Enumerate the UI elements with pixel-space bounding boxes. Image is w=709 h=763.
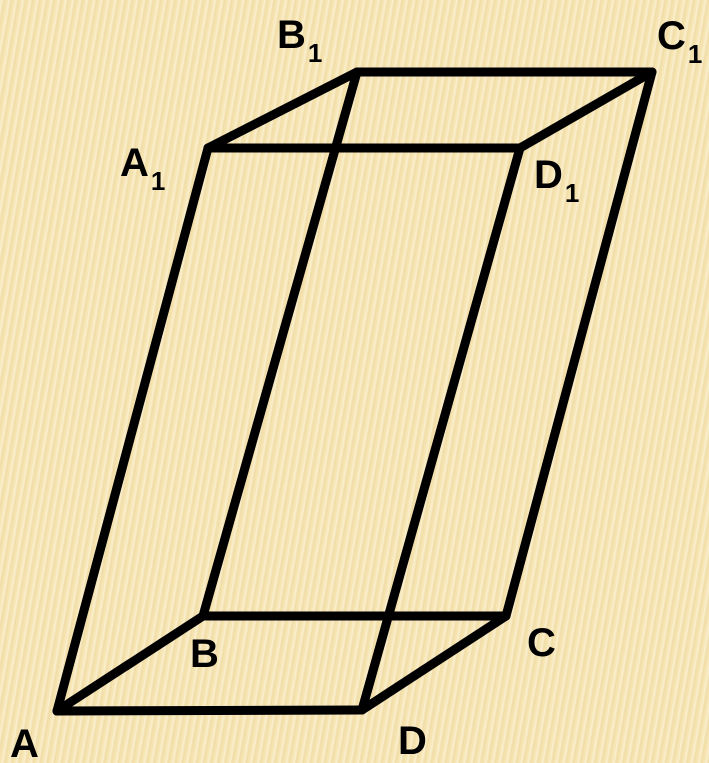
- vertex-label-B1: B1: [277, 13, 322, 68]
- vertex-label-B1-letter: B: [277, 13, 306, 57]
- vertex-label-C1: C1: [657, 14, 702, 69]
- vertex-label-D1: D1: [534, 153, 579, 208]
- vertex-label-B1-sub: 1: [308, 38, 322, 68]
- edge-D-D1: [357, 143, 525, 715]
- vertex-label-D1-letter: D: [534, 153, 563, 197]
- vertex-label-B: B: [190, 632, 219, 676]
- vertex-label-A1-letter: A: [120, 141, 149, 185]
- labels-group: A B C D A1 B1 C1 D1: [10, 13, 702, 763]
- vertex-label-C1-sub: 1: [688, 39, 702, 69]
- vertex-label-A: A: [10, 722, 39, 763]
- vertex-label-C: C: [527, 621, 556, 665]
- edges-group: [52, 67, 657, 716]
- edge-A-B: [52, 611, 208, 716]
- edge-B-B1: [198, 67, 362, 621]
- vertex-label-D1-sub: 1: [565, 178, 579, 208]
- edge-C1-D1: [515, 67, 657, 153]
- vertex-label-D: D: [398, 719, 427, 763]
- vertex-label-A1-sub: 1: [151, 166, 165, 196]
- vertex-label-C1-letter: C: [657, 14, 686, 58]
- edge-A1-B1: [203, 67, 362, 153]
- edge-C-C1: [501, 67, 657, 621]
- edge-C-D: [357, 611, 511, 715]
- edge-A-A1: [52, 143, 213, 716]
- edge-D-A: [52, 705, 367, 716]
- vertex-label-A1: A1: [120, 141, 165, 196]
